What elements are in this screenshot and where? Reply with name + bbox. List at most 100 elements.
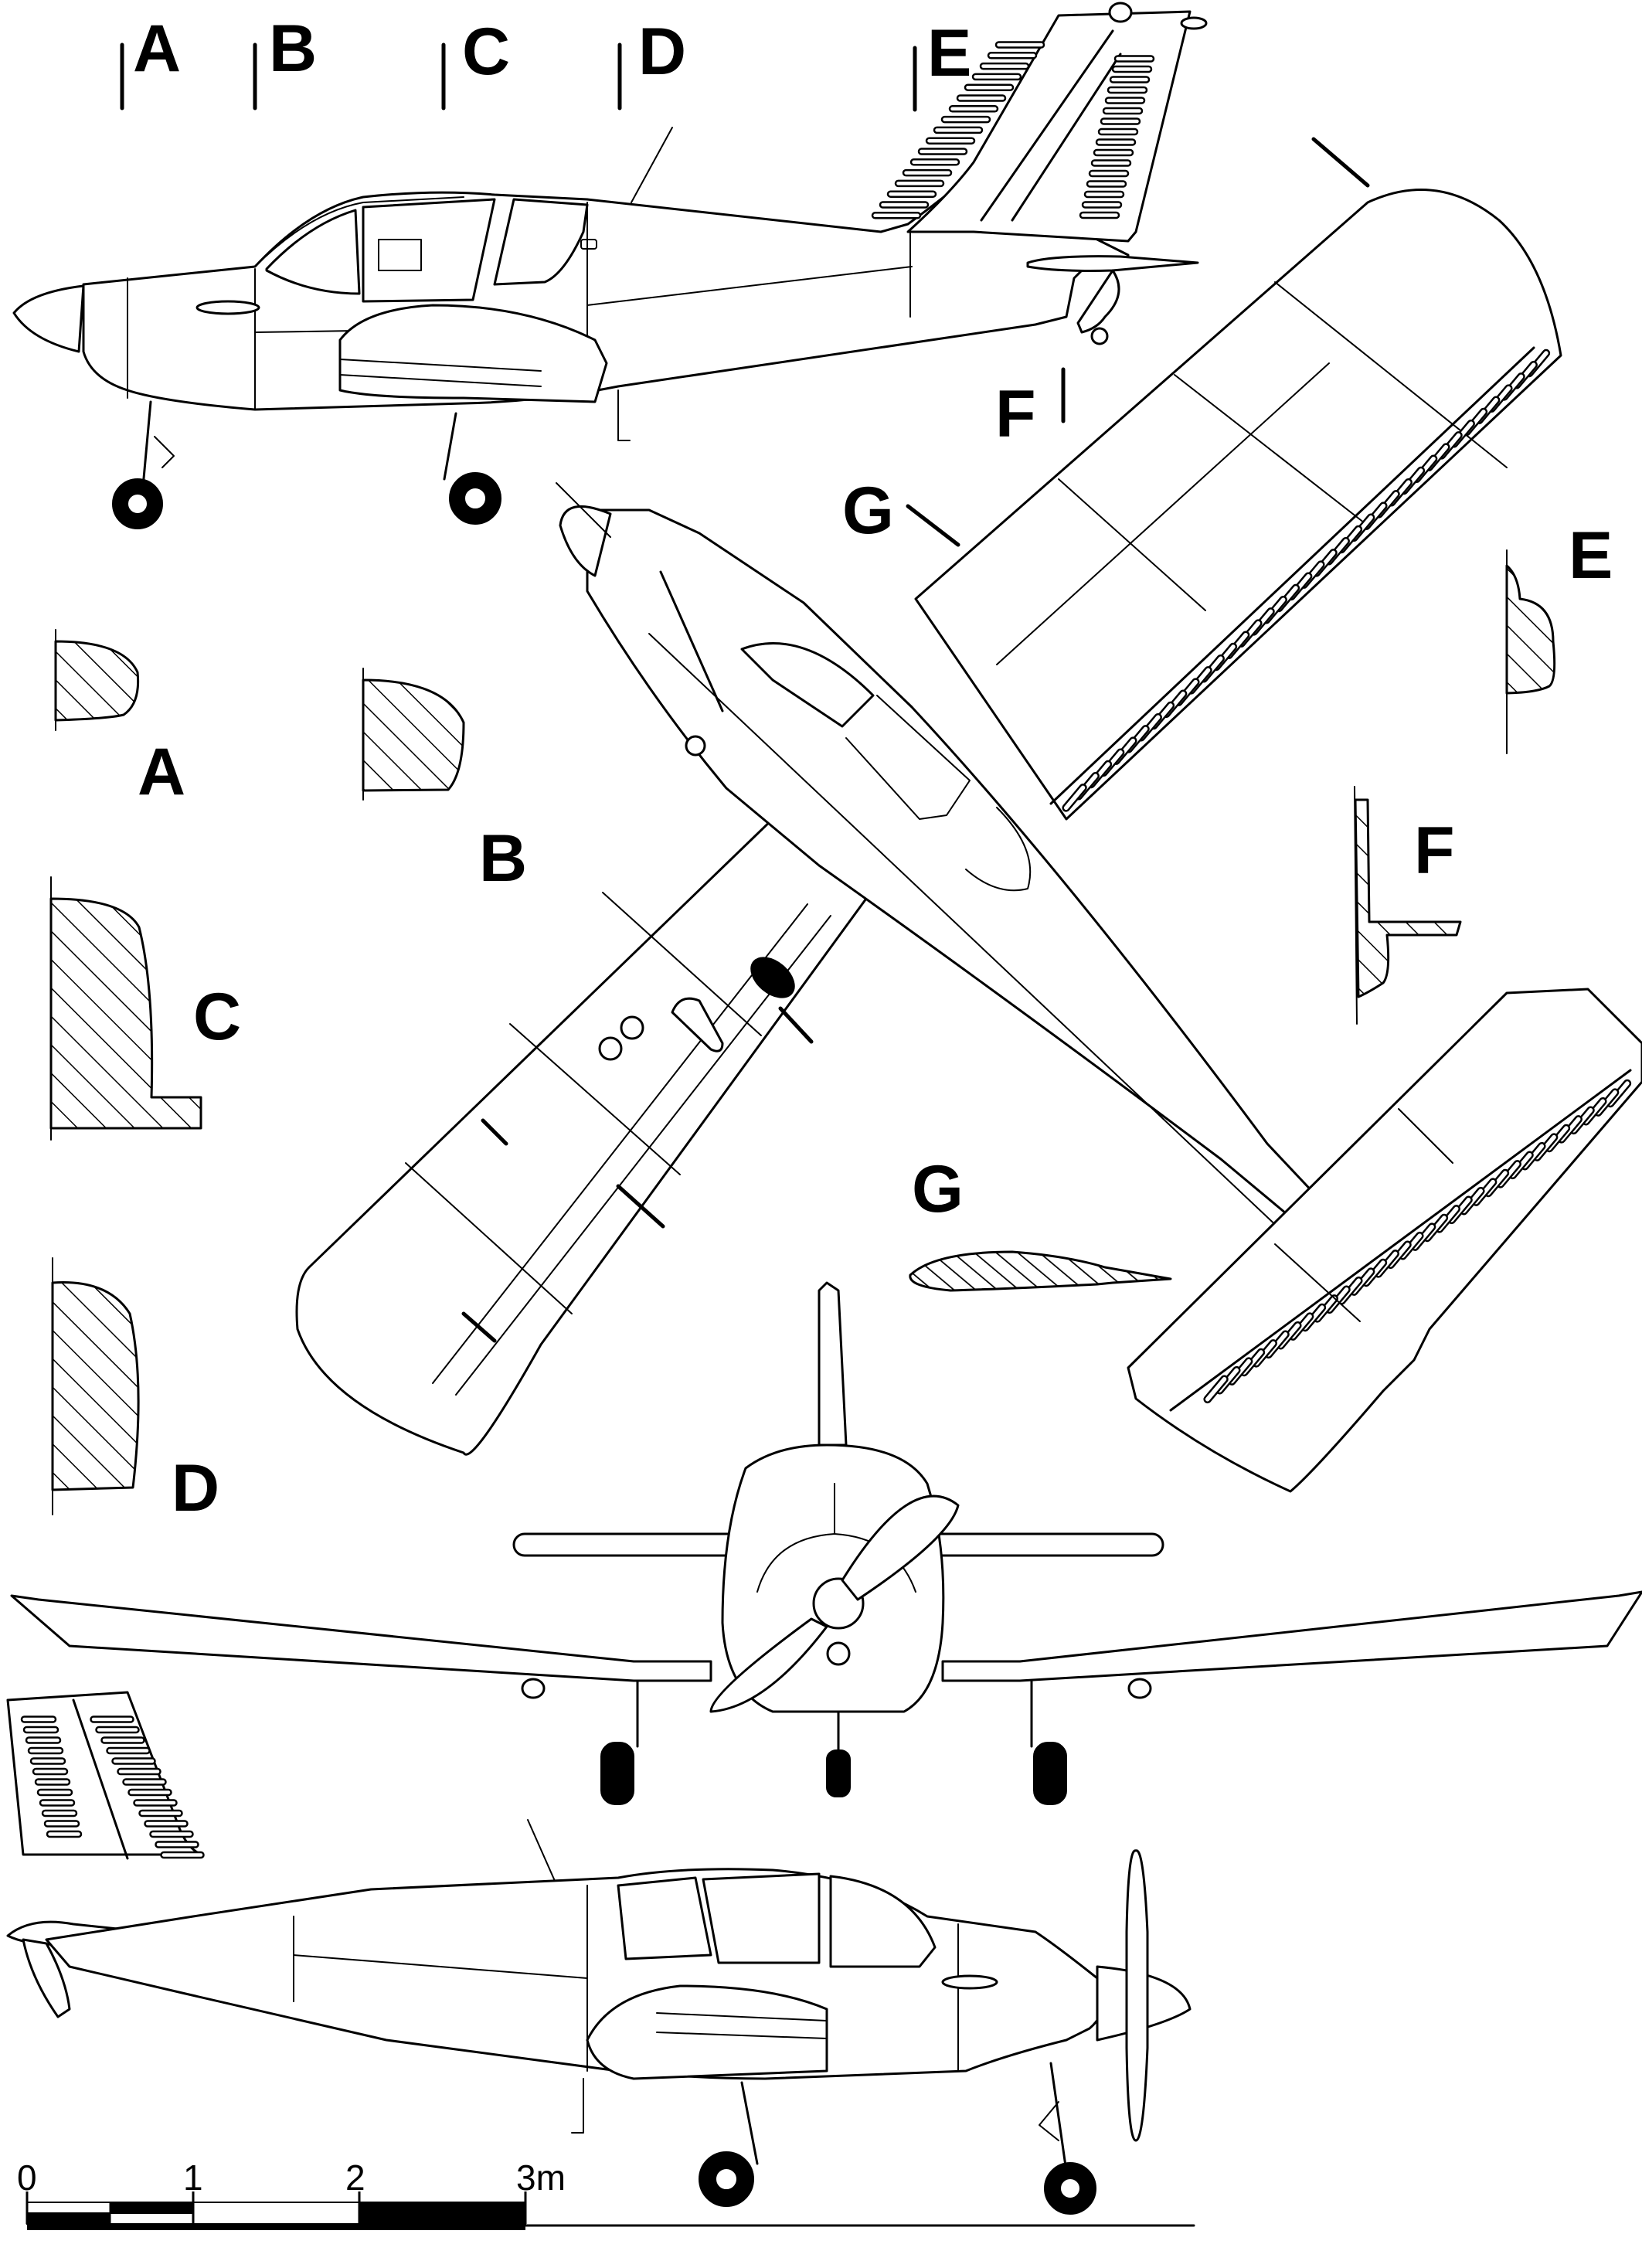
section-a-shape: [54, 640, 140, 722]
vortex-slot: [871, 212, 922, 219]
vortex-slot: [909, 158, 960, 166]
aileron-hinge-mark: [778, 1006, 814, 1044]
tail-bumper: [1076, 269, 1120, 334]
aileron-hinge-mark-4: [461, 1311, 497, 1343]
vortex-slot: [1088, 169, 1130, 178]
vortex-slot: [39, 1799, 76, 1807]
scale-segments: [25, 2191, 527, 2230]
wing-panel-line: [996, 362, 1330, 665]
side-window-lower-rear: [617, 1876, 712, 1960]
fuel-cap-2: [620, 1015, 644, 1040]
wing-root-fairing: [338, 304, 608, 403]
vortex-slot: [956, 94, 1007, 102]
propeller-side-lower: [1125, 1849, 1149, 2142]
vortex-slot: [1090, 159, 1132, 167]
cross-sections: A B C D E F G: [49, 519, 1613, 1525]
plan-view: [295, 137, 1642, 1493]
vortex-slot: [36, 1788, 73, 1797]
vortex-slot: [994, 41, 1045, 49]
windscreen: [265, 209, 361, 295]
side-window-lower-front: [702, 1872, 821, 1964]
fuselage-centerline: [648, 633, 1338, 1284]
scale-segment: [109, 2212, 194, 2225]
section-marker-label-f: F: [995, 377, 1036, 451]
scale-segment: [109, 2202, 194, 2214]
vortex-slot: [1083, 190, 1125, 199]
scale-label-1: 1: [183, 2157, 203, 2198]
fin-tip-light: [1108, 2, 1133, 23]
elevator-slots: [1203, 1079, 1632, 1404]
side-window-rear: [493, 198, 589, 286]
vortex-slot: [149, 1830, 194, 1838]
section-marker-b: B: [253, 12, 317, 111]
main-wheel-hub-lower: [715, 2168, 738, 2191]
section-marker-e: E: [913, 16, 971, 112]
section-marker-label-b: B: [269, 12, 317, 86]
nose-intake: [826, 1641, 851, 1666]
propeller-blade-lower: [709, 1617, 828, 1713]
section-g: G: [909, 1152, 1172, 1292]
vortex-slot: [106, 1746, 151, 1755]
section-marker-f: F: [995, 367, 1066, 451]
section-marker-c: C: [441, 15, 510, 111]
window-detail: [378, 239, 422, 271]
section-a-label: A: [138, 735, 185, 809]
nose-wheel-hub-lower: [1059, 2178, 1081, 2199]
section-c-shape: [49, 897, 202, 1130]
side-view-upper: [12, 2, 1208, 529]
vortex-slot: [127, 1788, 172, 1797]
vortex-slot: [964, 83, 1015, 91]
section-marker-d: D: [617, 15, 686, 111]
section-g-airfoil: [909, 1250, 1172, 1292]
vortex-slot: [117, 1767, 161, 1776]
step-lower: [571, 2078, 584, 2134]
vortex-slot: [1062, 784, 1087, 812]
section-c-label: C: [193, 980, 241, 1054]
section-markers-top: A B C D E: [120, 12, 971, 112]
vortex-slot: [95, 1726, 140, 1734]
vortex-slot: [90, 1715, 134, 1723]
main-wheel-hub: [464, 487, 487, 510]
vortex-slot: [917, 148, 968, 155]
section-e-shape: [1505, 564, 1556, 695]
scale-baseline: [27, 2224, 525, 2230]
vortex-slot: [1102, 107, 1144, 115]
plan-wing-right: [914, 137, 1562, 821]
aileron-hinge-mark-2: [481, 1118, 508, 1146]
wing-rib-l1: [602, 892, 762, 1036]
section-marker-label-e: E: [927, 16, 971, 90]
wing-strut-fitting: [671, 997, 724, 1052]
main-gear-lower: [740, 2081, 759, 2165]
nose-gear-leg: [141, 400, 152, 488]
scale-label-3m: 3m: [516, 2157, 566, 2198]
section-marker-label-g: G: [842, 474, 894, 548]
scale-label-0: 0: [17, 2157, 37, 2198]
fairing-line-1: [339, 359, 542, 372]
stab-rib: [1274, 1243, 1361, 1322]
fin-slots-upper: [871, 41, 1155, 219]
vortex-slot: [27, 1746, 64, 1755]
stringer-lower: [293, 1954, 588, 1979]
main-gear-leg: [443, 412, 457, 481]
vortex-slot: [144, 1820, 189, 1828]
plan-tailplane: [1127, 988, 1642, 1493]
canopy-plan: [740, 642, 875, 728]
fuselage-stringer: [586, 266, 913, 306]
vortex-slot: [1104, 97, 1146, 104]
scale-label-2: 2: [345, 2157, 365, 2198]
vortex-slot: [111, 1757, 156, 1765]
scale-segment: [26, 2212, 111, 2225]
vortex-slot: [933, 126, 984, 134]
vortex-slot: [1109, 76, 1151, 83]
side-window-front: [362, 198, 496, 303]
wing-front-right: [941, 1590, 1642, 1682]
section-a: A: [54, 629, 185, 809]
propeller-spinner: [12, 284, 85, 353]
rudder-hinge-line-2: [1011, 53, 1122, 222]
vortex-slot: [948, 105, 999, 113]
vortex-slot: [902, 168, 953, 177]
canopy-aft-plan: [965, 807, 1032, 892]
vortex-slot: [987, 52, 1038, 60]
scale-segment: [26, 2202, 111, 2214]
vortex-slot: [160, 1851, 205, 1859]
